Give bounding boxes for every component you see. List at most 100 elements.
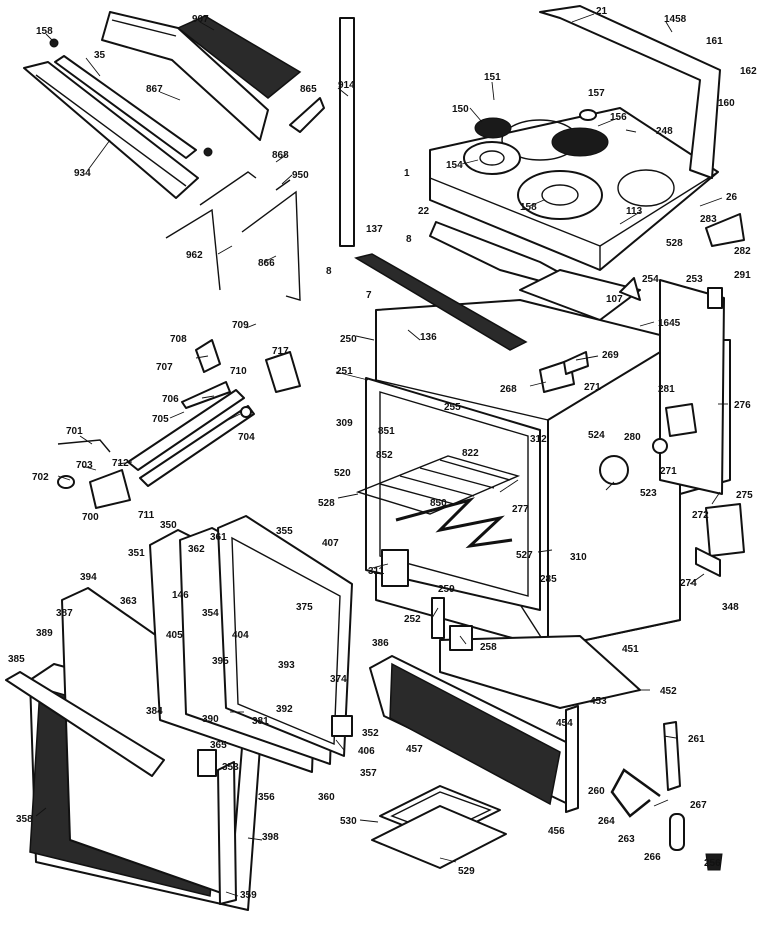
callout-523: 523 — [640, 488, 657, 499]
side-brackets — [49, 38, 301, 301]
backsplash — [539, 5, 721, 179]
callout-360: 360 — [318, 792, 335, 803]
callout-158: 158 — [36, 26, 53, 37]
callout-250: 250 — [340, 334, 357, 345]
callout-365: 365 — [210, 740, 227, 751]
callout-851: 851 — [378, 426, 395, 437]
callout-22: 22 — [418, 206, 430, 217]
callout-157: 157 — [588, 88, 605, 99]
callout-950: 950 — [292, 170, 309, 181]
callout-254: 254 — [642, 274, 659, 285]
callout-137: 137 — [366, 224, 383, 235]
callout-162: 162 — [740, 66, 757, 77]
callout-309: 309 — [336, 418, 353, 429]
oven-rack — [355, 455, 521, 515]
callout-285: 285 — [540, 574, 557, 585]
callout-352: 352 — [362, 728, 379, 739]
callout-1458: 1458 — [664, 14, 687, 25]
callout-962: 962 — [186, 250, 203, 261]
callout-271b: 271 — [660, 466, 677, 477]
callout-276: 276 — [734, 400, 751, 411]
callout-359: 359 — [240, 890, 257, 901]
callout-866: 866 — [258, 258, 275, 269]
callout-353: 353 — [222, 762, 239, 773]
trim-strip-136 — [354, 253, 528, 351]
vent-grille — [176, 15, 302, 99]
callout-706: 706 — [162, 394, 179, 405]
callout-255: 255 — [444, 402, 461, 413]
storage-drawer — [369, 635, 641, 813]
callout-labels: 158 907 914 21 1458 35 867 865 151 161 1… — [8, 6, 757, 901]
callout-395: 395 — [212, 656, 229, 667]
callout-708: 708 — [170, 334, 187, 345]
callout-852: 852 — [376, 450, 393, 461]
callout-456: 456 — [548, 826, 565, 837]
callout-350: 350 — [160, 520, 177, 531]
callout-156: 156 — [610, 112, 627, 123]
callout-405: 405 — [166, 630, 183, 641]
callout-136: 136 — [420, 332, 437, 343]
door-inner-panels — [61, 515, 353, 897]
callout-394: 394 — [80, 572, 97, 583]
callout-150: 150 — [452, 104, 469, 115]
callout-158b: 158 — [520, 202, 537, 213]
callout-358: 358 — [16, 814, 33, 825]
cooktop-support — [429, 221, 641, 321]
callout-407: 407 — [322, 538, 339, 549]
callout-151: 151 — [484, 72, 501, 83]
callout-258: 258 — [480, 642, 497, 653]
callout-712: 712 — [112, 458, 129, 469]
callout-907: 907 — [192, 14, 209, 25]
callout-311: 311 — [368, 566, 385, 577]
callout-261: 261 — [688, 734, 705, 745]
callout-113: 113 — [626, 206, 643, 217]
callout-374: 374 — [330, 674, 347, 685]
callout-850: 850 — [430, 498, 447, 509]
side-rail — [339, 17, 355, 247]
callout-398: 398 — [262, 832, 279, 843]
callout-253: 253 — [686, 274, 703, 285]
callout-451: 451 — [622, 644, 639, 655]
callout-8a: 8 — [406, 234, 412, 245]
callout-281: 281 — [658, 384, 675, 395]
callout-268: 268 — [500, 384, 517, 395]
callout-717: 717 — [272, 346, 289, 357]
callout-282: 282 — [734, 246, 751, 257]
callout-351: 351 — [128, 548, 145, 559]
callout-35: 35 — [94, 50, 106, 61]
callout-528b: 528 — [318, 498, 335, 509]
callout-21: 21 — [596, 6, 608, 17]
callout-269: 269 — [602, 350, 619, 361]
callout-277: 277 — [512, 504, 529, 515]
callout-356: 356 — [258, 792, 275, 803]
callout-264: 264 — [598, 816, 615, 827]
callout-527: 527 — [516, 550, 533, 561]
callout-160: 160 — [718, 98, 735, 109]
callout-248: 248 — [656, 126, 673, 137]
leader-lines — [35, 13, 728, 897]
callout-454: 454 — [556, 718, 573, 729]
callout-524: 524 — [588, 430, 605, 441]
callout-392: 392 — [276, 704, 293, 715]
callout-701: 701 — [66, 426, 83, 437]
oven-front-frame — [365, 377, 541, 611]
callout-387: 387 — [56, 608, 73, 619]
callout-275: 275 — [736, 490, 753, 501]
callout-146: 146 — [172, 590, 189, 601]
broiler-pan — [371, 785, 507, 869]
callout-251: 251 — [336, 366, 353, 377]
callout-867: 867 — [146, 84, 163, 95]
callout-868: 868 — [272, 150, 289, 161]
callout-529: 529 — [458, 866, 475, 877]
callout-26: 26 — [726, 192, 738, 203]
callout-453: 453 — [590, 696, 607, 707]
callout-252: 252 — [404, 614, 421, 625]
callout-711: 711 — [138, 510, 155, 521]
callout-914: 914 — [338, 80, 355, 91]
callout-381: 381 — [252, 716, 269, 727]
callout-386: 386 — [372, 638, 389, 649]
small-parts-right — [539, 213, 745, 577]
callout-404: 404 — [232, 630, 249, 641]
callout-272: 272 — [692, 510, 709, 521]
